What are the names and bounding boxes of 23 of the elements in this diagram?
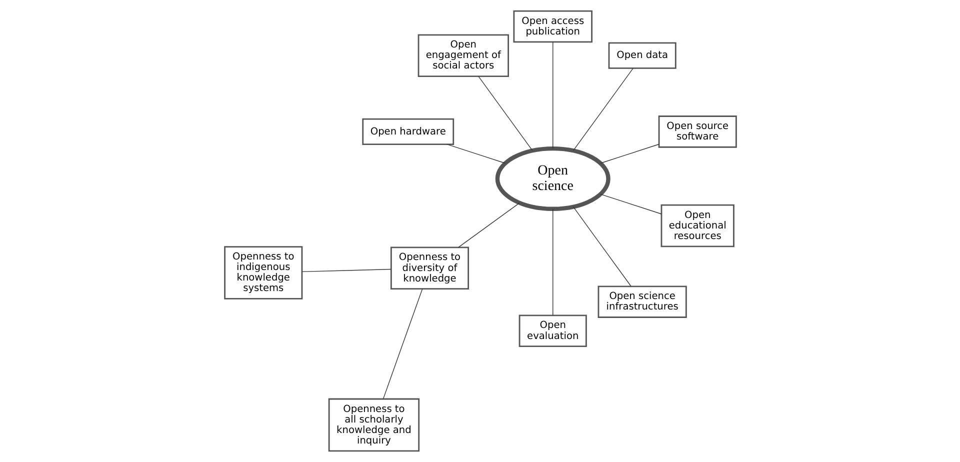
node-box: Open access publication	[512, 10, 592, 43]
node-box: Openness to diversity of knowledge	[390, 246, 469, 290]
node-box: Open science infrastructures	[597, 286, 686, 318]
connector	[382, 288, 422, 400]
connector	[552, 208, 553, 316]
connector	[552, 42, 553, 149]
node-box: Open educational resources	[660, 204, 734, 248]
node-box: Openness to all scholarly knowledge and inquiry	[328, 398, 420, 452]
connector	[478, 76, 532, 151]
node-ellipse: Open science	[494, 146, 610, 211]
node-box: Open engagement of social actors	[417, 34, 509, 77]
connector	[446, 144, 506, 164]
connector	[301, 268, 391, 272]
node-box: Open evaluation	[518, 314, 586, 348]
connector	[600, 144, 659, 164]
connector	[600, 194, 662, 214]
node-box: Open hardware	[362, 118, 454, 146]
node-box: Open source software	[658, 116, 736, 148]
node-box: Openness to indigenous knowledge systems	[224, 246, 302, 300]
connector	[572, 68, 633, 151]
connector	[457, 202, 520, 248]
connector	[572, 206, 631, 286]
node-box: Open data	[608, 42, 676, 69]
